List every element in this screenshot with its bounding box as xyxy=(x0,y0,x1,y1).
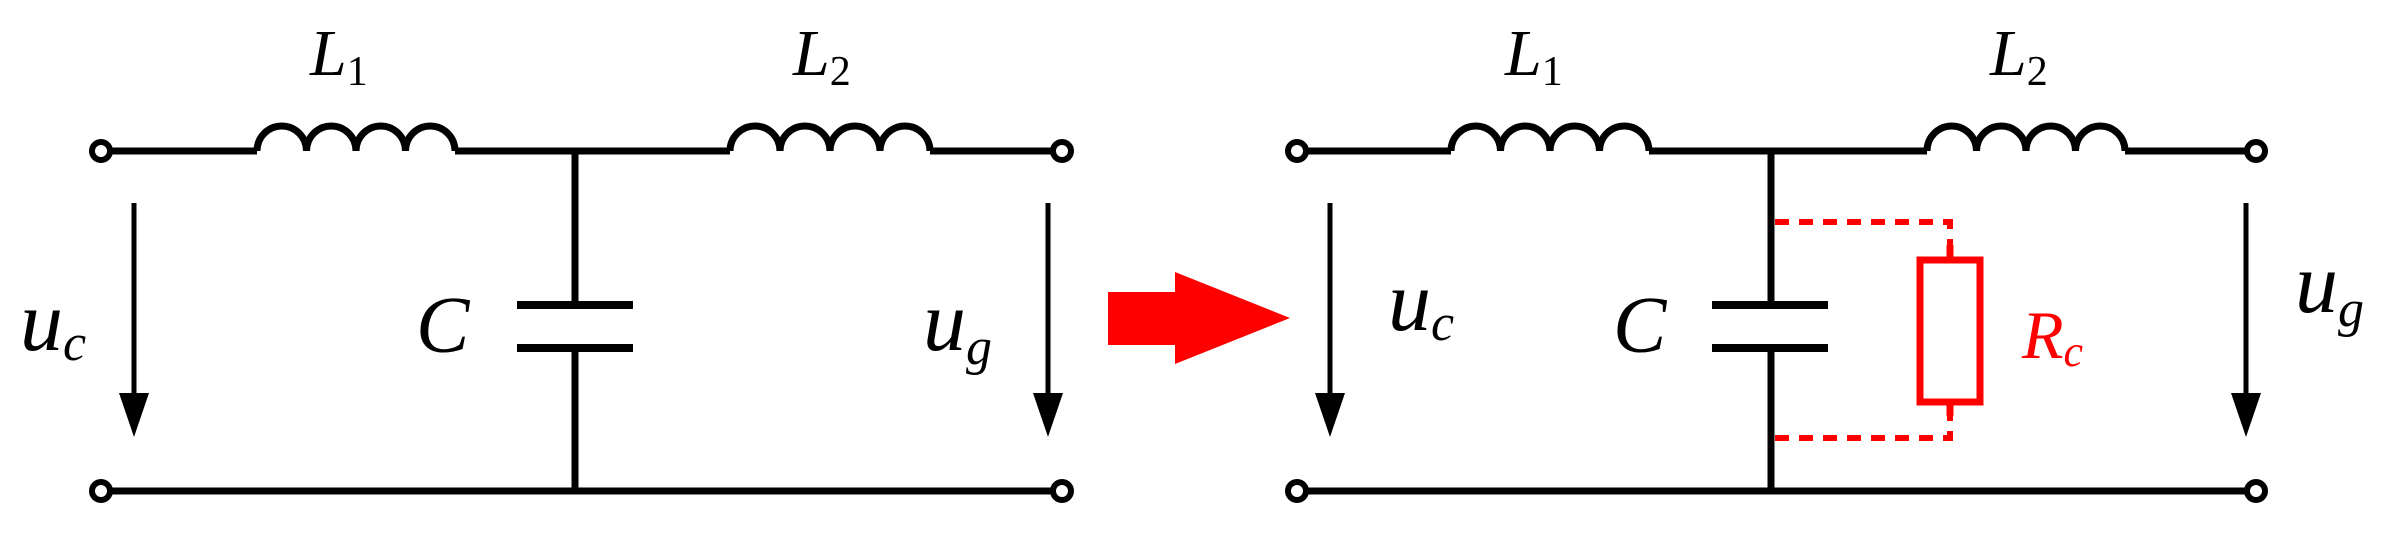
left-ug-label: ug xyxy=(923,273,992,376)
left-ug-arrowhead xyxy=(1033,393,1063,437)
right-uc-arrowhead xyxy=(1315,393,1345,437)
right-circuit: L1 L2 C Rc uc ug xyxy=(1285,17,2364,503)
right-ug-arrowhead xyxy=(2231,393,2261,437)
left-l1-label: L1 xyxy=(309,17,368,95)
left-terminal-top-left xyxy=(89,139,113,163)
right-damping-wire-top xyxy=(1775,219,1953,245)
left-inductor-l2 xyxy=(726,122,934,152)
left-terminal-bottom-left xyxy=(89,479,113,503)
right-l2-label: L2 xyxy=(1989,17,2048,95)
left-c-label: C xyxy=(416,282,471,370)
right-terminal-bottom-left xyxy=(1285,479,1309,503)
transform-arrow-icon xyxy=(1108,272,1290,364)
left-terminal-bottom-right xyxy=(1050,479,1074,503)
right-terminal-top-right xyxy=(2244,139,2268,163)
left-uc-arrowhead xyxy=(119,393,149,437)
left-circuit: L1 L2 C uc ug xyxy=(20,17,1074,503)
left-l2-label: L2 xyxy=(792,17,851,95)
right-uc-label: uc xyxy=(1388,253,1454,352)
left-uc-label: uc xyxy=(20,273,86,372)
right-damping-wire-bottom xyxy=(1775,416,1953,441)
right-inductor-l2 xyxy=(1923,122,2129,152)
right-ug-label: ug xyxy=(2295,235,2364,338)
right-damping-resistor xyxy=(1916,256,1984,406)
right-rc-label: Rc xyxy=(2021,297,2084,376)
right-l1-label: L1 xyxy=(1504,17,1563,95)
left-inductor-l1 xyxy=(253,122,459,152)
right-c-label: C xyxy=(1613,282,1668,370)
right-terminal-top-left xyxy=(1285,139,1309,163)
left-terminal-top-right xyxy=(1050,139,1074,163)
right-terminal-bottom-right xyxy=(2244,479,2268,503)
right-inductor-l1 xyxy=(1447,122,1653,152)
